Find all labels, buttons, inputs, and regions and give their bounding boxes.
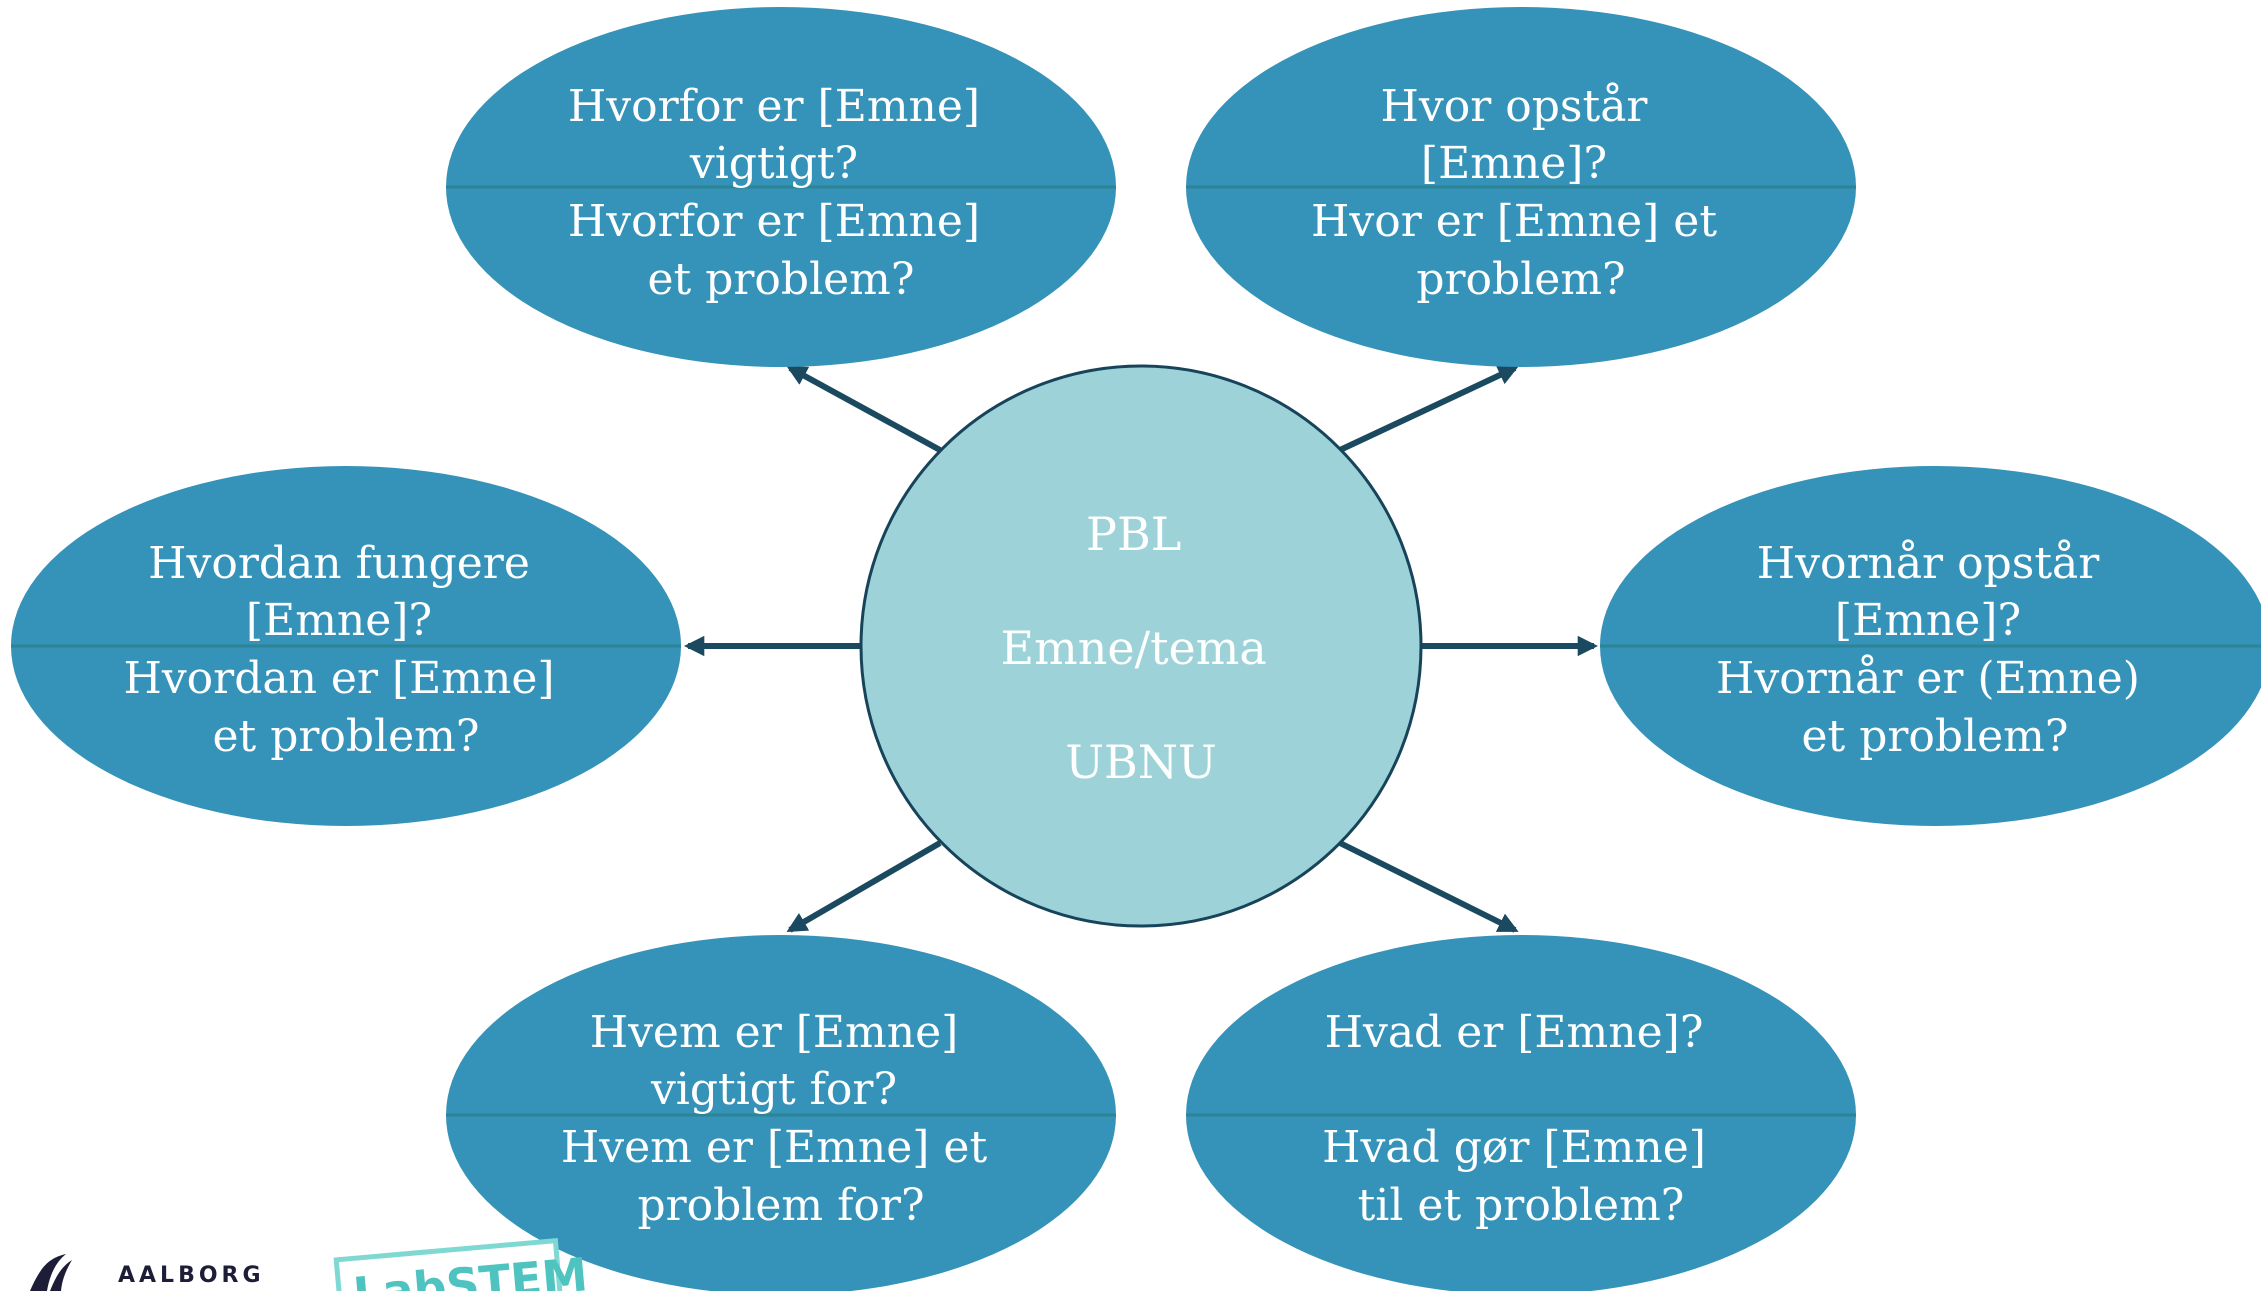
question-line: Hvorfor er [Emne]	[568, 81, 980, 132]
arrow-bottom-left	[786, 840, 942, 933]
question-line: problem for?	[637, 1180, 924, 1231]
question-line: Hvem er [Emne]	[590, 1007, 959, 1058]
question-line: Hvornår opstår	[1757, 538, 2100, 589]
arrow-top-left	[786, 365, 942, 453]
question-line: problem?	[1416, 254, 1625, 305]
svg-text:Hvem er [Emne] vigtigt f: Hvem er [Emne] vigtigt for? Hvem er [Emn…	[561, 1007, 1001, 1231]
svg-text:Hvor opstår [Emne]?: Hvor opstår [Emne]? Hvor er [Emne] et pr…	[1311, 81, 1731, 305]
svg-text:PBL Emne/tema UBNU: PBL Emne/tema UBNU	[1001, 507, 1282, 789]
question-line: Hvor er [Emne] et	[1311, 196, 1717, 247]
question-middle-left: Hvordan fungere [Emne]? Hvordan er [Emne…	[11, 466, 681, 826]
question-line: Hvad er [Emne]?	[1325, 1007, 1704, 1058]
question-line: Hvorfor er [Emne]	[568, 196, 980, 247]
center-line-pbl: PBL	[1086, 507, 1181, 561]
question-line: Hvordan fungere	[148, 538, 530, 589]
question-bottom-right: Hvad er [Emne]? Hvad gør [Emne] til et p…	[1186, 935, 1856, 1291]
labstem-logo: LabSTEM	[333, 1237, 590, 1291]
question-line: Hvor opstår	[1381, 81, 1649, 132]
question-line: et problem?	[1802, 711, 2069, 762]
center-line-ubnu: UBNU	[1065, 735, 1217, 789]
aalborg-logo: AALBORG	[30, 1254, 265, 1291]
center-line-topic: Emne/tema	[1001, 621, 1267, 675]
question-line: Hvem er [Emne] et	[561, 1122, 988, 1173]
arrow-bottom-right	[1338, 840, 1519, 933]
aalborg-logo-mark	[30, 1254, 66, 1291]
question-line: et problem?	[648, 254, 915, 305]
question-line: Hvornår er (Emne)	[1716, 653, 2140, 704]
arrow-top-right	[1338, 365, 1519, 453]
question-top-right: Hvor opstår [Emne]? Hvor er [Emne] et pr…	[1186, 7, 1856, 367]
question-line: [Emne]?	[246, 595, 432, 646]
svg-text:Hvad er [Emne]? H: Hvad er [Emne]? Hvad gør [Emne] til et p…	[1322, 1007, 1720, 1231]
question-line: til et problem?	[1358, 1180, 1685, 1231]
aalborg-logo-text: AALBORG	[118, 1263, 265, 1288]
svg-text:Hvordan fungere [Emne]?: Hvordan fungere [Emne]? Hvordan er [Emne…	[123, 538, 568, 762]
question-line: [Emne]?	[1835, 595, 2021, 646]
center-topic: PBL Emne/tema UBNU	[859, 364, 1423, 928]
svg-text:Hvornår opstår [Emne]?: Hvornår opstår [Emne]? Hvornår er (Emne)…	[1716, 538, 2154, 762]
question-line: vigtigt for?	[650, 1064, 897, 1115]
question-line: Hvad gør [Emne]	[1322, 1122, 1706, 1173]
question-line: Hvordan er [Emne]	[123, 653, 554, 704]
question-line: [Emne]?	[1421, 138, 1607, 189]
svg-text:Hvorfor er [Emne] vigtig: Hvorfor er [Emne] vigtigt? Hvorfor er [E…	[568, 81, 994, 305]
question-top-left: Hvorfor er [Emne] vigtigt? Hvorfor er [E…	[446, 7, 1116, 367]
question-middle-right: Hvornår opstår [Emne]? Hvornår er (Emne)…	[1600, 466, 2261, 826]
question-bottom-left: Hvem er [Emne] vigtigt for? Hvem er [Emn…	[446, 935, 1116, 1291]
arrows	[683, 365, 1599, 933]
question-line: vigtigt?	[689, 138, 858, 189]
question-line: et problem?	[213, 711, 480, 762]
